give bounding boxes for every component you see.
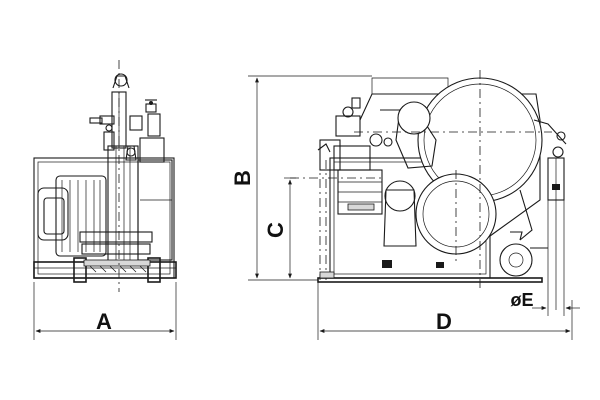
- support-wheel: [499, 243, 533, 277]
- side-hood: [359, 93, 541, 237]
- dimension-e: øE: [510, 200, 580, 316]
- dimension-c-label: C: [263, 222, 288, 238]
- dimension-e-label: øE: [510, 290, 533, 310]
- front-wheel-left: [73, 257, 87, 283]
- front-wheel-right: [147, 257, 161, 283]
- side-base-rail: [317, 277, 543, 283]
- front-elevation-view: [33, 60, 177, 292]
- side-elevation-view: [290, 70, 567, 310]
- lifting-eye: [114, 73, 128, 87]
- dimension-b: B: [230, 75, 372, 281]
- dimension-d-label: D: [436, 309, 452, 334]
- dimension-a-label: A: [96, 309, 112, 334]
- dimension-d: D: [317, 282, 573, 340]
- dimension-a: A: [33, 282, 177, 340]
- dimension-b-label: B: [230, 170, 255, 186]
- dimension-c: C: [263, 177, 296, 279]
